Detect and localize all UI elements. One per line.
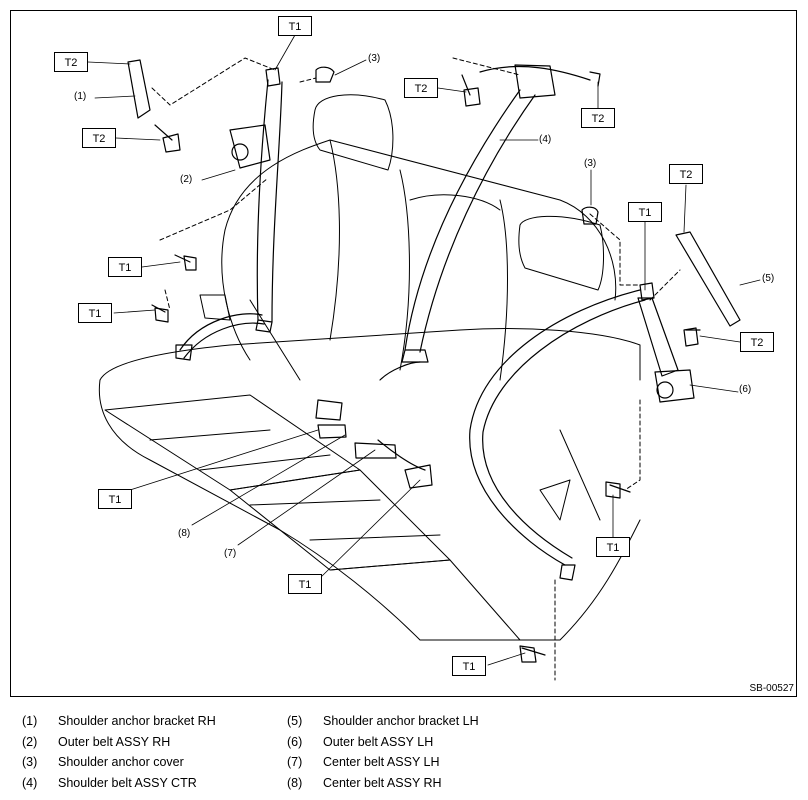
seat-belt-illustration [87, 34, 761, 681]
legend-item: (7) Center belt ASSY LH [287, 754, 440, 770]
torque-label-t1: T1 [628, 202, 662, 222]
legend-item: (6) Outer belt ASSY LH [287, 734, 433, 750]
torque-label-t1: T1 [98, 489, 132, 509]
legend-label: Outer belt ASSY RH [58, 735, 171, 749]
torque-label-t1: T1 [596, 537, 630, 557]
torque-label-t2: T2 [54, 52, 88, 72]
legend-item: (5) Shoulder anchor bracket LH [287, 713, 479, 729]
torque-label-t2: T2 [740, 332, 774, 352]
guide-lines [151, 57, 681, 681]
torque-label-t2: T2 [669, 164, 703, 184]
anchor-brackets [127, 59, 741, 327]
torque-label-t1: T1 [78, 303, 112, 323]
legend-label: Shoulder belt ASSY CTR [58, 776, 197, 790]
torque-label-t1: T1 [278, 16, 312, 36]
torque-label-t2: T2 [581, 108, 615, 128]
torque-label-t1: T1 [288, 574, 322, 594]
bolts [151, 74, 701, 663]
outer-belt-lh [469, 282, 695, 581]
legend-number: (8) [287, 776, 303, 790]
legend-label: Center belt ASSY RH [323, 776, 442, 790]
legend-item: (1) Shoulder anchor bracket RH [22, 713, 216, 729]
callout-7: (7) [224, 548, 237, 559]
center-buckles [315, 399, 433, 489]
callout-3: (3) [368, 53, 381, 64]
legend-number: (1) [22, 714, 38, 728]
callout-6: (6) [739, 384, 752, 395]
leader-lines [87, 34, 761, 666]
legend-item: (2) Outer belt ASSY RH [22, 734, 170, 750]
callout-1: (1) [74, 91, 87, 102]
legend-label: Shoulder anchor cover [58, 755, 184, 769]
legend-number: (6) [287, 735, 303, 749]
legend-number: (5) [287, 714, 303, 728]
torque-label-t2: T2 [82, 128, 116, 148]
legend-number: (7) [287, 755, 303, 769]
callout-4: (4) [539, 134, 552, 145]
seat-cushion [98, 328, 641, 641]
callout-8: (8) [178, 528, 191, 539]
legend-label: Center belt ASSY LH [323, 755, 440, 769]
callout-5: (5) [762, 273, 775, 284]
diagram-frame [10, 10, 797, 697]
shoulder-belt-ctr [379, 64, 601, 381]
outer-belt-rh [175, 67, 283, 361]
callout-2: (2) [180, 174, 193, 185]
legend-item: (8) Center belt ASSY RH [287, 775, 442, 791]
torque-label-t2: T2 [404, 78, 438, 98]
legend-item: (4) Shoulder belt ASSY CTR [22, 775, 197, 791]
legend-label: Shoulder anchor bracket RH [58, 714, 216, 728]
legend-number: (3) [22, 755, 38, 769]
seat-back [199, 94, 617, 521]
legend-label: Outer belt ASSY LH [323, 735, 434, 749]
legend-number: (2) [22, 735, 38, 749]
figure-code: SB-00527 [749, 683, 794, 694]
legend-number: (4) [22, 776, 38, 790]
torque-label-t1: T1 [108, 257, 142, 277]
legend-item: (3) Shoulder anchor cover [22, 754, 184, 770]
callout-3: (3) [584, 158, 597, 169]
legend-label: Shoulder anchor bracket LH [323, 714, 479, 728]
torque-label-t1: T1 [452, 656, 486, 676]
